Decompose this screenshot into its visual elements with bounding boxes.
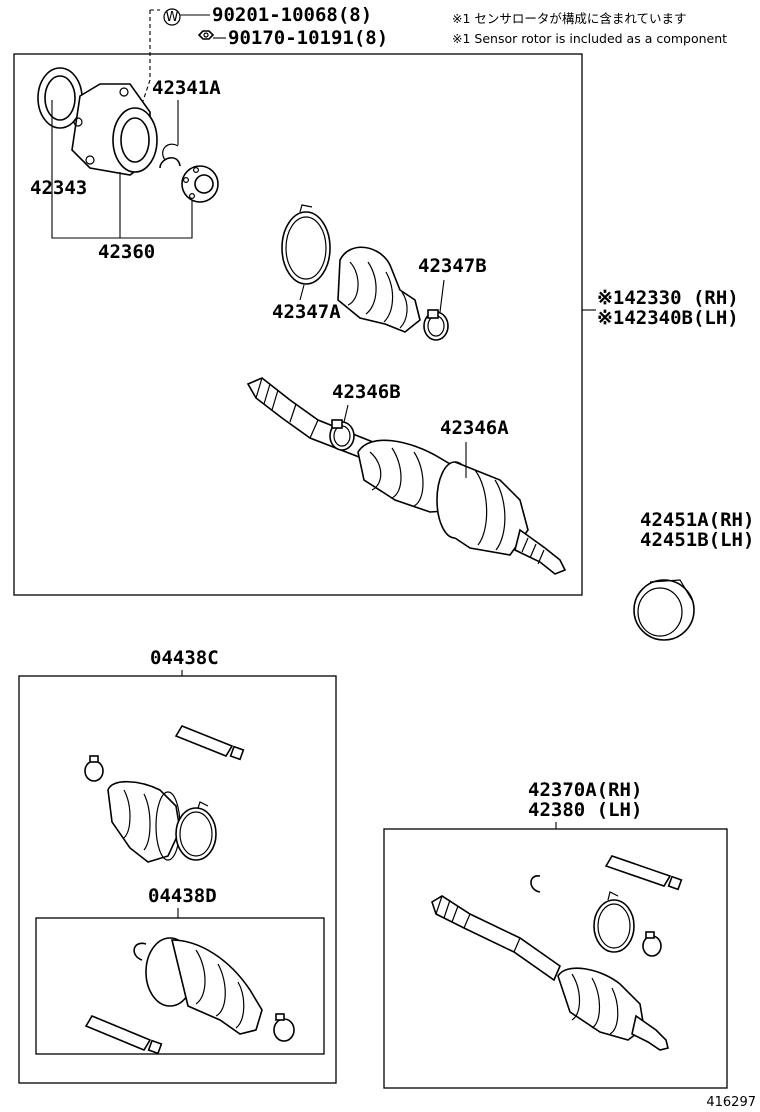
part-label-42347A[interactable]: 42347A (272, 301, 341, 323)
cv-bearing (181, 165, 219, 203)
clamp-d-small (273, 1013, 295, 1042)
boot-band-small (423, 309, 449, 341)
nut-icon (197, 30, 215, 40)
seal-label-lh[interactable]: 42451B(LH) (640, 529, 754, 551)
shaft-kit-frame (383, 828, 728, 1089)
part-label-42360[interactable]: 42360 (98, 241, 155, 263)
part-label-42341A[interactable]: 42341A (152, 77, 221, 99)
kit-c-label[interactable]: 04438C (150, 647, 219, 669)
boot-c (107, 780, 181, 863)
kit-d-label[interactable]: 04438D (148, 885, 217, 907)
shaft-kit-label-lh[interactable]: 42380 (LH) (528, 799, 642, 821)
oil-seal (633, 579, 695, 641)
shaft-kit-boot (557, 967, 669, 1051)
figure-number: 416297 (706, 1095, 756, 1110)
kit-c-frame (18, 675, 337, 1084)
nut-part-number[interactable]: 90170-10191(8) (228, 27, 388, 49)
part-label-42346A[interactable]: 42346A (440, 417, 509, 439)
note-english: ※1 Sensor rotor is included as a compone… (452, 31, 727, 46)
outer-joint-housing (37, 67, 158, 176)
boot-band-42346B (329, 419, 355, 451)
grease-tube-shaft-kit (604, 855, 683, 891)
shaft-kit-label-rh[interactable]: 42370A(RH) (528, 779, 642, 801)
washer-symbol-text: W (166, 10, 179, 25)
band-shaft-kit-large (593, 891, 635, 953)
band-c-large (175, 801, 217, 861)
boot-d (145, 937, 263, 1035)
inner-boot (337, 246, 421, 333)
clamp-c-small (84, 755, 104, 782)
outer-cv-joint (436, 461, 567, 575)
main-assembly-frame (13, 53, 583, 596)
seal-label-rh[interactable]: 42451A(RH) (640, 509, 754, 531)
grease-tube-c (174, 725, 245, 761)
grease-tube-d (84, 1014, 163, 1055)
boot-band-large (281, 204, 331, 285)
assembly-label-rh[interactable]: ※142330 (RH) (597, 287, 739, 309)
washer-symbol: W (163, 8, 181, 26)
bolt-part-number[interactable]: 90201-10068(8) (212, 4, 372, 26)
snap-ring-d (133, 942, 147, 961)
part-label-42347B[interactable]: 42347B (418, 255, 487, 277)
assembly-label-lh[interactable]: ※142340B(LH) (597, 307, 739, 329)
part-label-42343[interactable]: 42343 (30, 177, 87, 199)
clamp-shaft-kit-small (642, 931, 662, 957)
shaft-kit-axle (431, 895, 561, 982)
kit-d-frame (35, 917, 325, 1055)
snap-ring-shaft-kit (530, 875, 541, 893)
note-japanese: ※1 センサロータが構成に含まれています (452, 11, 687, 26)
part-label-42346B[interactable]: 42346B (332, 381, 401, 403)
